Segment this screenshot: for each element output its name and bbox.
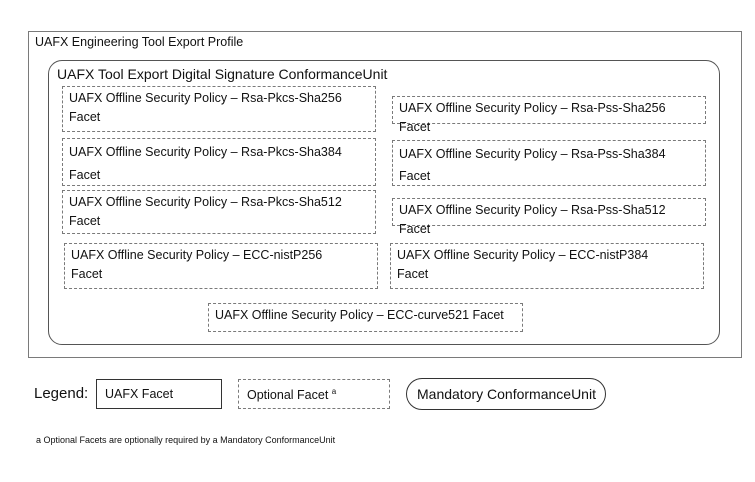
- facet-rsa-pkcs-sha256: UAFX Offline Security Policy – Rsa-Pkcs-…: [62, 86, 376, 132]
- facet-rsa-pss-sha256: UAFX Offline Security Policy – Rsa-Pss-S…: [392, 96, 706, 134]
- facet-line1: UAFX Offline Security Policy – Rsa-Pss-S…: [399, 203, 666, 236]
- facet-line2: Facet: [397, 267, 429, 281]
- conformance-unit-box: [48, 60, 720, 345]
- facet-rsa-pss-sha384: UAFX Offline Security Policy – Rsa-Pss-S…: [392, 140, 706, 186]
- conformance-unit-title: UAFX Tool Export Digital Signature Confo…: [57, 66, 388, 82]
- facet-rsa-pkcs-sha512: UAFX Offline Security Policy – Rsa-Pkcs-…: [62, 190, 376, 234]
- facet-line1: UAFX Offline Security Policy – ECC-nistP…: [397, 248, 649, 262]
- facet-ecc-curve521: UAFX Offline Security Policy – ECC-curve…: [208, 303, 523, 332]
- facet-line1: UAFX Offline Security Policy – ECC-nistP…: [71, 248, 323, 262]
- facet-ecc-nistp256: UAFX Offline Security Policy – ECC-nistP…: [64, 243, 378, 289]
- legend-mandatory-cu-label: Mandatory ConformanceUnit: [417, 386, 596, 402]
- facet-rsa-pkcs-sha384: UAFX Offline Security Policy – Rsa-Pkcs-…: [62, 138, 376, 186]
- legend-mandatory-conformance-unit: Mandatory ConformanceUnit: [406, 378, 606, 410]
- legend-facet: UAFX Facet: [96, 379, 222, 409]
- facet-line2: Facet: [69, 214, 101, 228]
- legend-optional-facet-label: Optional Facet: [247, 388, 329, 403]
- facet-line1: UAFX Offline Security Policy – Rsa-Pkcs-…: [69, 195, 342, 209]
- facet-line2: Facet: [71, 267, 103, 281]
- facet-rsa-pss-sha512: UAFX Offline Security Policy – Rsa-Pss-S…: [392, 198, 706, 236]
- legend-label: Legend:: [34, 385, 89, 402]
- footnote: a Optional Facets are optionally require…: [36, 435, 336, 445]
- legend-facet-label: UAFX Facet: [105, 387, 174, 401]
- facet-line2: Facet: [399, 169, 431, 183]
- facet-line1: UAFX Offline Security Policy – Rsa-Pkcs-…: [69, 91, 342, 105]
- facet-line2: Facet: [69, 168, 101, 182]
- profile-title: UAFX Engineering Tool Export Profile: [35, 35, 244, 49]
- facet-line1: UAFX Offline Security Policy – Rsa-Pkcs-…: [69, 145, 342, 159]
- facet-ecc-nistp384: UAFX Offline Security Policy – ECC-nistP…: [390, 243, 704, 289]
- facet-line2: Facet: [69, 110, 101, 124]
- facet-line1: UAFX Offline Security Policy – Rsa-Pss-S…: [399, 101, 666, 134]
- legend-optional-marker: a: [331, 387, 337, 396]
- legend-optional-facet: Optional Facet a: [238, 379, 390, 409]
- facet-line1: UAFX Offline Security Policy – Rsa-Pss-S…: [399, 147, 666, 161]
- facet-line1: UAFX Offline Security Policy – ECC-curve…: [215, 308, 504, 322]
